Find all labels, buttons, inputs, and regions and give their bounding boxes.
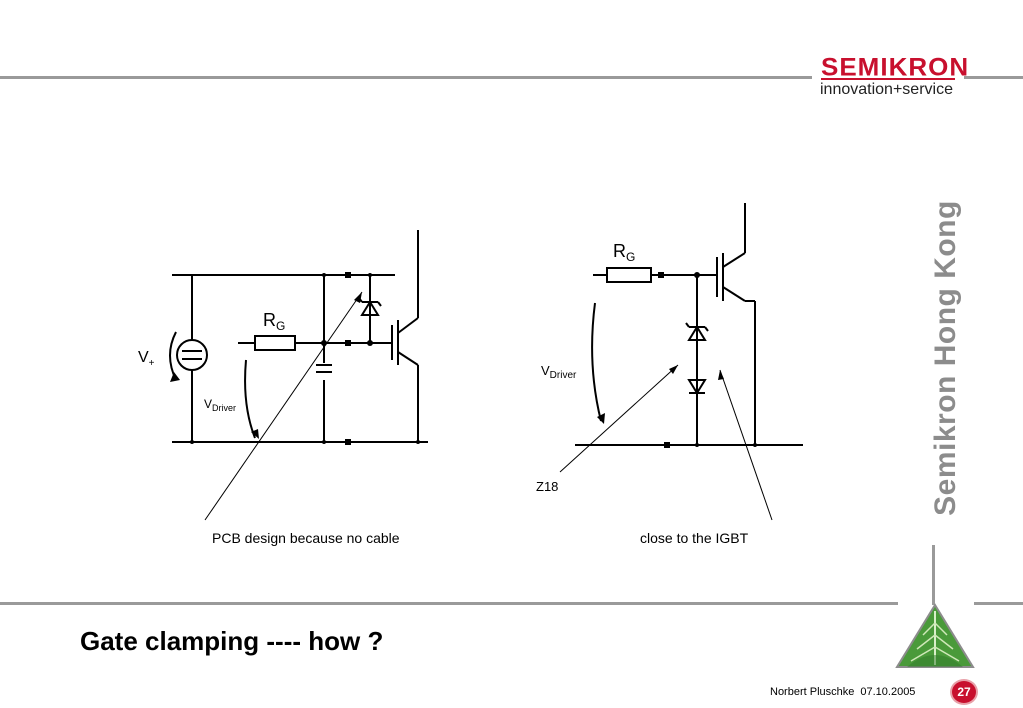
header-rule-left — [0, 76, 812, 79]
side-rule — [932, 545, 935, 605]
page-number-badge: 27 — [950, 679, 978, 705]
logo-underline — [821, 78, 955, 80]
footer-author: Norbert Pluschke — [770, 686, 855, 698]
footer-credit: Norbert Pluschke 07.10.2005 — [770, 686, 921, 698]
right-caption: close to the IGBT — [640, 530, 749, 546]
slide-title: Gate clamping ---- how ? — [80, 626, 384, 656]
left-driver-label: VDriver — [204, 397, 236, 413]
left-source-label: V+ — [138, 349, 155, 369]
header-rule-right — [964, 76, 1023, 79]
right-circuit-diagram: RG VDriver — [541, 203, 803, 448]
zener-label: Z18 — [536, 479, 559, 494]
logo-tagline: innovation+service — [820, 81, 953, 98]
bottom-rule-right — [974, 602, 1023, 605]
bottom-rule-left — [0, 602, 898, 605]
leaf-tree-icon — [895, 603, 975, 668]
right-driver-label: VDriver — [541, 363, 577, 381]
left-circuit-diagram: RG V+ VDriver — [138, 230, 428, 445]
left-resistor-label: RG — [263, 310, 285, 333]
left-caption: PCB design because no cable — [212, 530, 400, 546]
right-resistor-label: RG — [613, 241, 635, 264]
semikron-logo: SEMIKRON — [821, 52, 970, 82]
footer-date: 07.10.2005 — [860, 686, 916, 698]
